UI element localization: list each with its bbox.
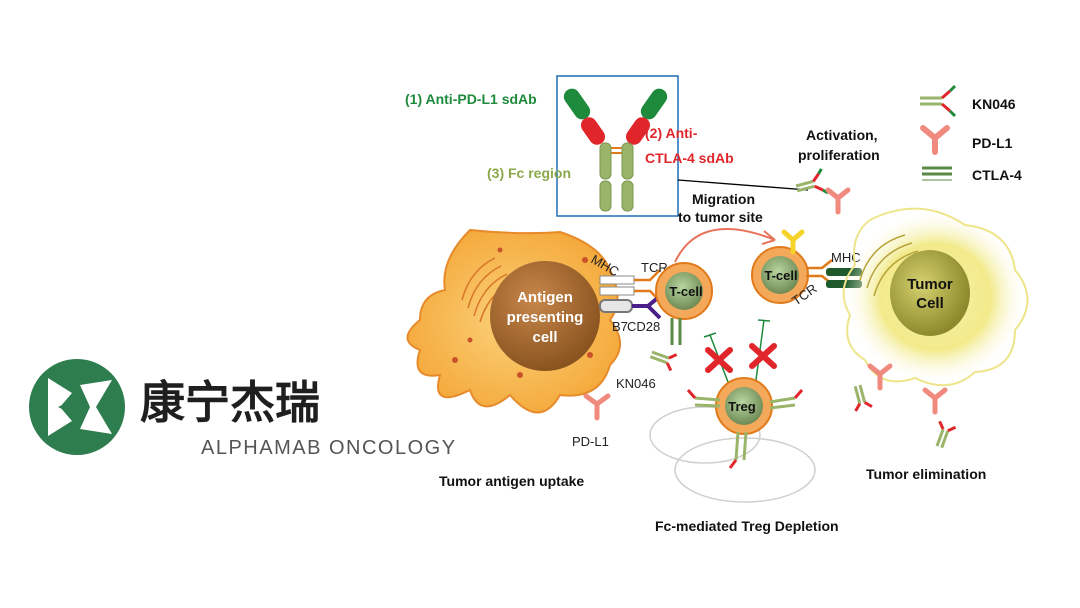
t-cell-left-nucleus <box>665 272 703 310</box>
legend-pdl1: PD-L1 <box>972 135 1013 151</box>
pdl1-mark <box>825 187 851 215</box>
label-tumor-2: Cell <box>916 295 944 312</box>
kn046-icon <box>920 84 957 118</box>
apc-nucleus <box>490 261 600 371</box>
label-apc-3: cell <box>532 329 557 346</box>
migration-arrow <box>674 228 776 263</box>
treg-kn046-bound <box>694 396 796 461</box>
label-activation-2: proliferation <box>798 147 880 163</box>
connector-line <box>677 179 809 191</box>
legend: KN046 PD-L1 CTLA-4 <box>920 84 1022 183</box>
label-activation-1: Activation, <box>806 127 878 143</box>
label-tcr-left: TCR <box>641 260 668 275</box>
label-elimination: Tumor elimination <box>866 466 986 482</box>
pdl1-on-apc <box>583 393 611 421</box>
pdl1-tumor-1 <box>867 363 893 391</box>
receptor-yellow <box>781 229 805 255</box>
legend-ctla4: CTLA-4 <box>972 167 1022 183</box>
label-anti-ctla4-2: CTLA-4 sdAb <box>645 150 734 166</box>
treg-kn046-tips <box>686 389 804 469</box>
label-tcell-left: T-cell <box>669 284 702 299</box>
label-treg: Treg <box>728 399 756 414</box>
label-anti-pdl1: (1) Anti-PD-L1 sdAb <box>405 91 537 107</box>
treg-nucleus <box>725 387 763 425</box>
t-cell-right-nucleus <box>761 256 799 294</box>
label-apc-2: presenting <box>507 309 584 326</box>
antibody-structure-icon <box>563 88 668 212</box>
tumor-nucleus <box>890 250 970 336</box>
kn046-mark <box>795 168 829 195</box>
label-uptake: Tumor antigen uptake <box>439 473 584 489</box>
kn046-tumor-2 <box>935 420 957 449</box>
label-migration-2: to tumor site <box>678 209 763 225</box>
apc-dots <box>452 247 593 378</box>
ctla4-tcell-left <box>670 318 682 345</box>
tumor-er-lines <box>859 234 919 297</box>
label-tcell-right: T-cell <box>764 268 797 283</box>
block-x-icon <box>705 343 777 373</box>
label-b7: B7 <box>612 319 628 334</box>
pdl1-tumor-2 <box>922 387 948 415</box>
label-tumor-1: Tumor <box>907 276 953 293</box>
kn046-tumor-1 <box>853 384 873 412</box>
label-fc-region: (3) Fc region <box>487 165 571 181</box>
logo-english-name: ALPHAMAB ONCOLOGY <box>201 437 457 459</box>
label-kn046: KN046 <box>616 376 656 391</box>
company-logo-icon <box>29 359 125 455</box>
label-cd28: CD28 <box>627 319 660 334</box>
label-anti-ctla4-1: (2) Anti- <box>645 125 698 141</box>
label-migration-1: Migration <box>692 191 755 207</box>
ctla4-icon <box>922 166 952 181</box>
label-apc-1: Antigen <box>517 289 573 306</box>
legend-kn046: KN046 <box>972 96 1016 112</box>
mhc-tcr-left <box>599 269 662 320</box>
logo-chinese-name: 康宁杰瑞 <box>140 376 320 429</box>
kn046-near-tcell <box>649 350 678 372</box>
pdl1-icon <box>920 125 950 155</box>
label-pdl1: PD-L1 <box>572 434 609 449</box>
label-depletion: Fc-mediated Treg Depletion <box>655 518 839 534</box>
